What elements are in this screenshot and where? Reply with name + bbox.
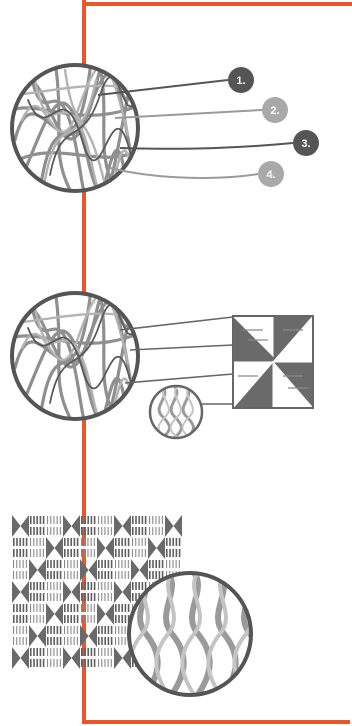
pattern-tile bbox=[80, 604, 96, 623]
pattern-tile bbox=[114, 581, 131, 603]
pattern-tile bbox=[80, 538, 96, 557]
pattern-tile bbox=[80, 516, 96, 535]
pattern-tile bbox=[131, 538, 147, 557]
pattern-tile bbox=[63, 515, 80, 537]
pattern-tile bbox=[148, 537, 165, 559]
pattern-tile bbox=[165, 560, 181, 579]
pattern-tile bbox=[12, 647, 29, 669]
pattern-tile bbox=[29, 516, 45, 535]
fiber-tangle-ring bbox=[10, 63, 140, 193]
pattern-tile bbox=[63, 560, 79, 579]
callout-label-1: 1. bbox=[236, 75, 245, 87]
pattern-tile bbox=[80, 625, 97, 647]
yarn-large-ring bbox=[127, 571, 253, 697]
callout-label-2: 2. bbox=[270, 105, 279, 117]
pattern-tile bbox=[29, 625, 46, 647]
pattern-tile bbox=[114, 647, 131, 669]
callout-leaders bbox=[97, 79, 294, 179]
callout-dot-3 bbox=[293, 130, 319, 156]
pattern-tile bbox=[114, 515, 131, 537]
pattern-tile bbox=[46, 648, 62, 667]
pattern-tile bbox=[12, 581, 29, 603]
pattern-tile bbox=[97, 516, 113, 535]
callout-label-3: 3. bbox=[301, 138, 310, 150]
fiber-tangle-2-ring bbox=[10, 291, 140, 421]
pattern-tile bbox=[97, 582, 113, 601]
pattern-tile bbox=[80, 648, 96, 667]
callout-label-4: 4. bbox=[266, 169, 275, 181]
pattern-tile bbox=[80, 559, 97, 581]
frame-line bbox=[82, 0, 350, 724]
weave-pattern-icon bbox=[232, 315, 314, 409]
pattern-tile bbox=[12, 626, 28, 645]
pattern-tile bbox=[97, 648, 113, 667]
pattern-tile bbox=[131, 559, 148, 581]
pattern-tile bbox=[12, 538, 28, 557]
pattern-tile bbox=[97, 626, 113, 645]
leader-1 bbox=[97, 79, 229, 96]
fiber-tangle-icon bbox=[12, 65, 138, 191]
pattern-tile bbox=[165, 515, 182, 537]
frame bbox=[82, 0, 352, 724]
pattern-tile bbox=[63, 604, 79, 623]
fiber-tangle-icon-2 bbox=[12, 293, 138, 419]
pattern-tile bbox=[29, 538, 45, 557]
leader-3 bbox=[119, 142, 294, 150]
pattern-tile bbox=[63, 626, 79, 645]
leader-2 bbox=[114, 109, 263, 119]
pattern-tile bbox=[63, 647, 80, 669]
pattern-tile bbox=[165, 538, 181, 557]
pattern-tile bbox=[148, 560, 164, 579]
pattern-tile bbox=[29, 648, 45, 667]
pattern-tile bbox=[46, 516, 62, 535]
mapping-line-2 bbox=[129, 344, 234, 351]
pattern-tile bbox=[12, 560, 28, 579]
callout-dot-1 bbox=[228, 67, 254, 93]
section-fiber-callouts: 1. 2. 3. 4. bbox=[10, 63, 319, 193]
callout-dot-4 bbox=[258, 161, 284, 187]
pattern-tile bbox=[80, 582, 96, 601]
pattern-tile bbox=[12, 515, 29, 537]
pattern-tile bbox=[97, 560, 113, 579]
mapping-line-1 bbox=[119, 316, 234, 331]
pattern-tile bbox=[29, 582, 45, 601]
pattern-tile bbox=[148, 516, 164, 535]
section-weave-mapping bbox=[10, 291, 314, 440]
pattern-tile bbox=[46, 560, 62, 579]
pattern-tile bbox=[63, 581, 80, 603]
mapping-line-3 bbox=[124, 373, 234, 384]
pattern-tile bbox=[46, 603, 63, 625]
pattern-tile bbox=[29, 604, 45, 623]
yarn-small-ring bbox=[148, 384, 204, 440]
pattern-tile bbox=[114, 560, 130, 579]
leader-4 bbox=[109, 167, 259, 179]
pattern-tile bbox=[63, 538, 79, 557]
pattern-tile bbox=[46, 582, 62, 601]
pattern-tile bbox=[97, 603, 114, 625]
pattern-tile bbox=[131, 516, 147, 535]
pattern-tile bbox=[46, 537, 63, 559]
callout-dot-2 bbox=[262, 97, 288, 123]
pattern-tile bbox=[114, 604, 130, 623]
callout-marker-2: 2. bbox=[262, 97, 288, 123]
mapping-lines bbox=[119, 316, 234, 405]
callout-marker-4: 4. bbox=[258, 161, 284, 187]
callout-marker-3: 3. bbox=[293, 130, 319, 156]
pattern-tile bbox=[114, 538, 130, 557]
pattern-tile bbox=[97, 537, 114, 559]
callout-marker-1: 1. bbox=[228, 67, 254, 93]
pattern-tile bbox=[29, 559, 46, 581]
pattern-tile bbox=[12, 604, 28, 623]
section-fabric bbox=[12, 515, 253, 697]
weave-square-border bbox=[232, 315, 314, 409]
pattern-tile bbox=[46, 626, 62, 645]
